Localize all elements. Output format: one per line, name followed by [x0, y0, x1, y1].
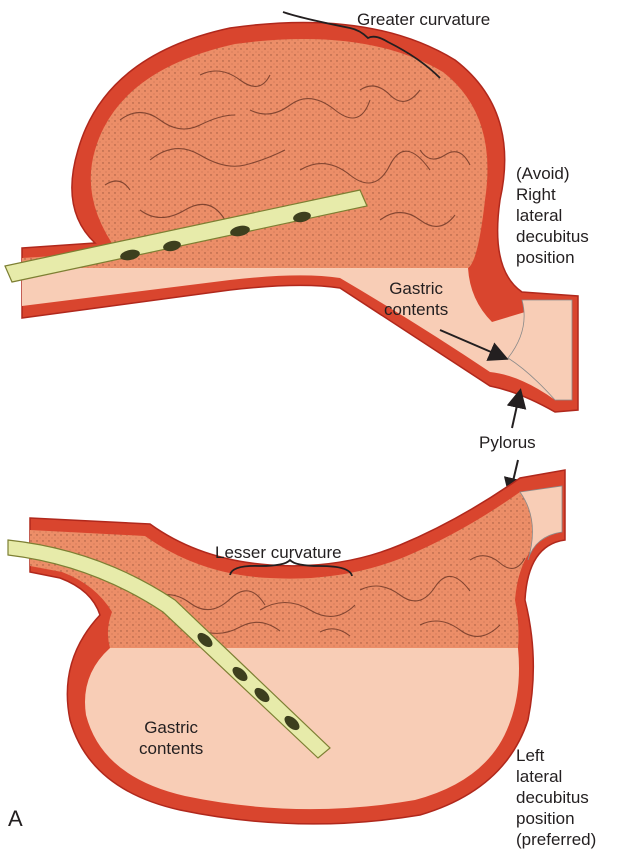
left-lateral-decubitus-label: Left lateral decubitus position (preferr…: [516, 745, 596, 850]
right-position-line-3: lateral: [516, 205, 589, 226]
bottom-stomach: [8, 470, 565, 824]
bottom-gastric-contents-label: Gastric contents: [139, 717, 203, 759]
left-position-line-1: Left: [516, 745, 596, 766]
top-gastric-contents-label: Gastric contents: [384, 278, 448, 320]
left-position-line-3: decubitus: [516, 787, 596, 808]
right-position-line-4: decubitus: [516, 226, 589, 247]
left-position-line-4: position: [516, 808, 596, 829]
left-position-line-5: (preferred): [516, 829, 596, 850]
left-position-line-2: lateral: [516, 766, 596, 787]
lesser-curvature-label: Lesser curvature: [215, 542, 342, 563]
bottom-gastric-contents-line-2: contents: [139, 738, 203, 759]
bottom-gastric-contents-line-1: Gastric: [139, 717, 203, 738]
panel-letter: A: [8, 806, 23, 832]
top-gastric-contents-line-1: Gastric: [384, 278, 448, 299]
greater-curvature-label: Greater curvature: [357, 9, 490, 30]
right-position-line-2: Right: [516, 184, 589, 205]
right-position-line-1: (Avoid): [516, 163, 589, 184]
right-position-line-5: position: [516, 247, 589, 268]
pylorus-arrow-up: [512, 392, 520, 428]
right-lateral-decubitus-label: (Avoid) Right lateral decubitus position: [516, 163, 589, 268]
top-gastric-contents-line-2: contents: [384, 299, 448, 320]
top-stomach: [5, 12, 578, 412]
pylorus-label: Pylorus: [479, 432, 536, 453]
